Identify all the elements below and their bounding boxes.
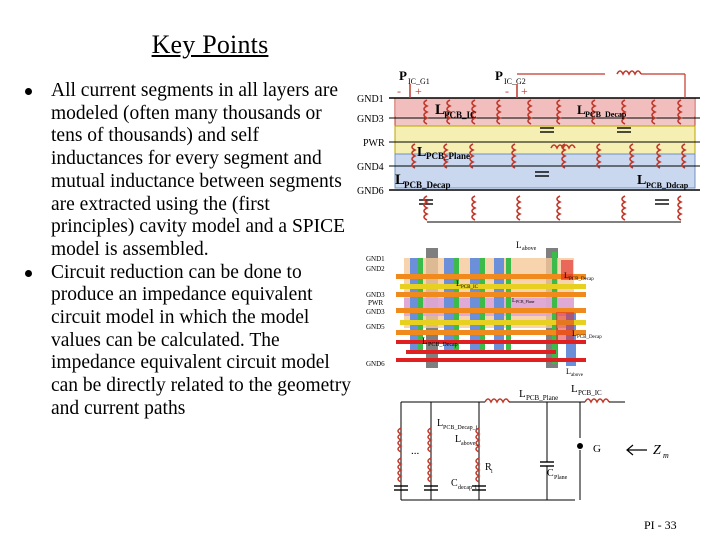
- svg-text:Plane: Plane: [554, 475, 568, 481]
- bullet-dot-icon: [25, 88, 32, 95]
- bullet-text: All current segments in all layers are m…: [51, 80, 346, 260]
- svg-text:C: C: [451, 478, 458, 489]
- layer-label: GND4: [357, 162, 384, 173]
- layer-label: PWR: [363, 138, 385, 149]
- svg-text:GND3: GND3: [366, 308, 385, 316]
- port-sign: +: [521, 84, 528, 98]
- svg-text:PCB_Decap: PCB_Decap: [428, 342, 458, 348]
- svg-text:L: L: [519, 388, 526, 400]
- inductance-label: L: [395, 172, 405, 188]
- page-number: PI - 33: [644, 518, 677, 532]
- svg-text:PCB_Plane: PCB_Plane: [516, 299, 535, 304]
- svg-text:GND6: GND6: [366, 360, 385, 368]
- port-sign: +: [415, 84, 422, 98]
- svg-text:L: L: [516, 240, 522, 250]
- svg-text:R: R: [485, 462, 492, 473]
- port-label: P: [495, 68, 503, 83]
- svg-text:PCB_Decap: PCB_Decap: [569, 277, 594, 282]
- pcb-layer-inductance-figure: GND1 GND3 PWR GND4 GND6 P IC_G1 P IC_G2 …: [357, 68, 700, 223]
- svg-text:L: L: [512, 298, 516, 304]
- svg-text:decap_i: decap_i: [458, 485, 477, 491]
- inductance-label: L: [637, 173, 646, 188]
- port-label-sub: IC_G1: [408, 77, 430, 86]
- svg-text:Z: Z: [653, 443, 661, 458]
- port-sign: -: [397, 84, 401, 98]
- bullet-item: Circuit reduction can be done to produce…: [22, 262, 352, 421]
- svg-text:PCB_Decap_i: PCB_Decap_i: [443, 425, 478, 431]
- svg-text:L: L: [566, 367, 571, 376]
- svg-text:L: L: [572, 329, 577, 338]
- svg-text:L: L: [456, 279, 461, 288]
- svg-text:PCB_Decap: PCB_Decap: [577, 335, 602, 340]
- port-label-sub: IC_G2: [504, 77, 526, 86]
- svg-text:GND2: GND2: [366, 265, 385, 273]
- svg-text:above: above: [571, 373, 584, 378]
- svg-text:PCB_IC: PCB_IC: [461, 285, 479, 290]
- bullet-item: All current segments in all layers are m…: [22, 80, 352, 262]
- svg-text:PWR: PWR: [368, 299, 384, 307]
- svg-text:...: ...: [411, 445, 420, 457]
- svg-text:GND1: GND1: [366, 255, 385, 263]
- svg-text:L: L: [437, 418, 443, 429]
- svg-text:L: L: [455, 434, 461, 445]
- equivalent-circuit-figure: L PCB_Plane L PCB_IC L PCB_Decap_i L abo…: [394, 383, 669, 501]
- svg-text:PCB_Plane: PCB_Plane: [526, 394, 558, 402]
- current-path-cross-section-figure: GND1 GND2 GND3 PWR GND3 GND5 GND6 L abov…: [366, 240, 602, 378]
- inductance-label: L: [435, 102, 445, 118]
- svg-text:L: L: [422, 336, 428, 346]
- port-sign: -: [505, 84, 509, 98]
- inductance-label-sub: PCB_IC: [444, 110, 477, 120]
- svg-text:above_i: above_i: [461, 441, 480, 447]
- slide-title: Key Points: [151, 30, 269, 59]
- svg-text:GND5: GND5: [366, 323, 385, 331]
- bullet-list: All current segments in all layers are m…: [22, 80, 352, 421]
- inductance-label-sub: PCB_Decap: [585, 110, 627, 119]
- svg-text:L: L: [571, 383, 578, 395]
- bullet-text: Circuit reduction can be done to produce…: [51, 261, 351, 419]
- svg-text:L: L: [564, 271, 569, 280]
- inductance-label-sub: PCB_Plane: [426, 151, 470, 161]
- layer-label: GND6: [357, 186, 384, 197]
- bullet-dot-icon: [25, 269, 32, 277]
- inductance-label: L: [417, 145, 426, 160]
- layer-label: GND1: [357, 94, 384, 105]
- band-pwr: [394, 125, 696, 155]
- svg-text:i: i: [491, 469, 493, 475]
- svg-text:above: above: [522, 246, 537, 252]
- layer-label: GND3: [357, 114, 384, 125]
- inductance-label-sub: PCB_Ddcap: [646, 181, 689, 190]
- svg-text:PCB_IC: PCB_IC: [578, 389, 602, 397]
- svg-text:m: m: [663, 451, 669, 460]
- capacitor-row: [419, 127, 669, 205]
- inductance-label-sub: PCB_Decap: [404, 180, 451, 190]
- inductance-label: L: [577, 102, 586, 117]
- svg-text:C: C: [547, 468, 554, 479]
- port-label: P: [399, 68, 407, 83]
- svg-text:G: G: [593, 443, 601, 455]
- svg-text:GND3: GND3: [366, 291, 385, 299]
